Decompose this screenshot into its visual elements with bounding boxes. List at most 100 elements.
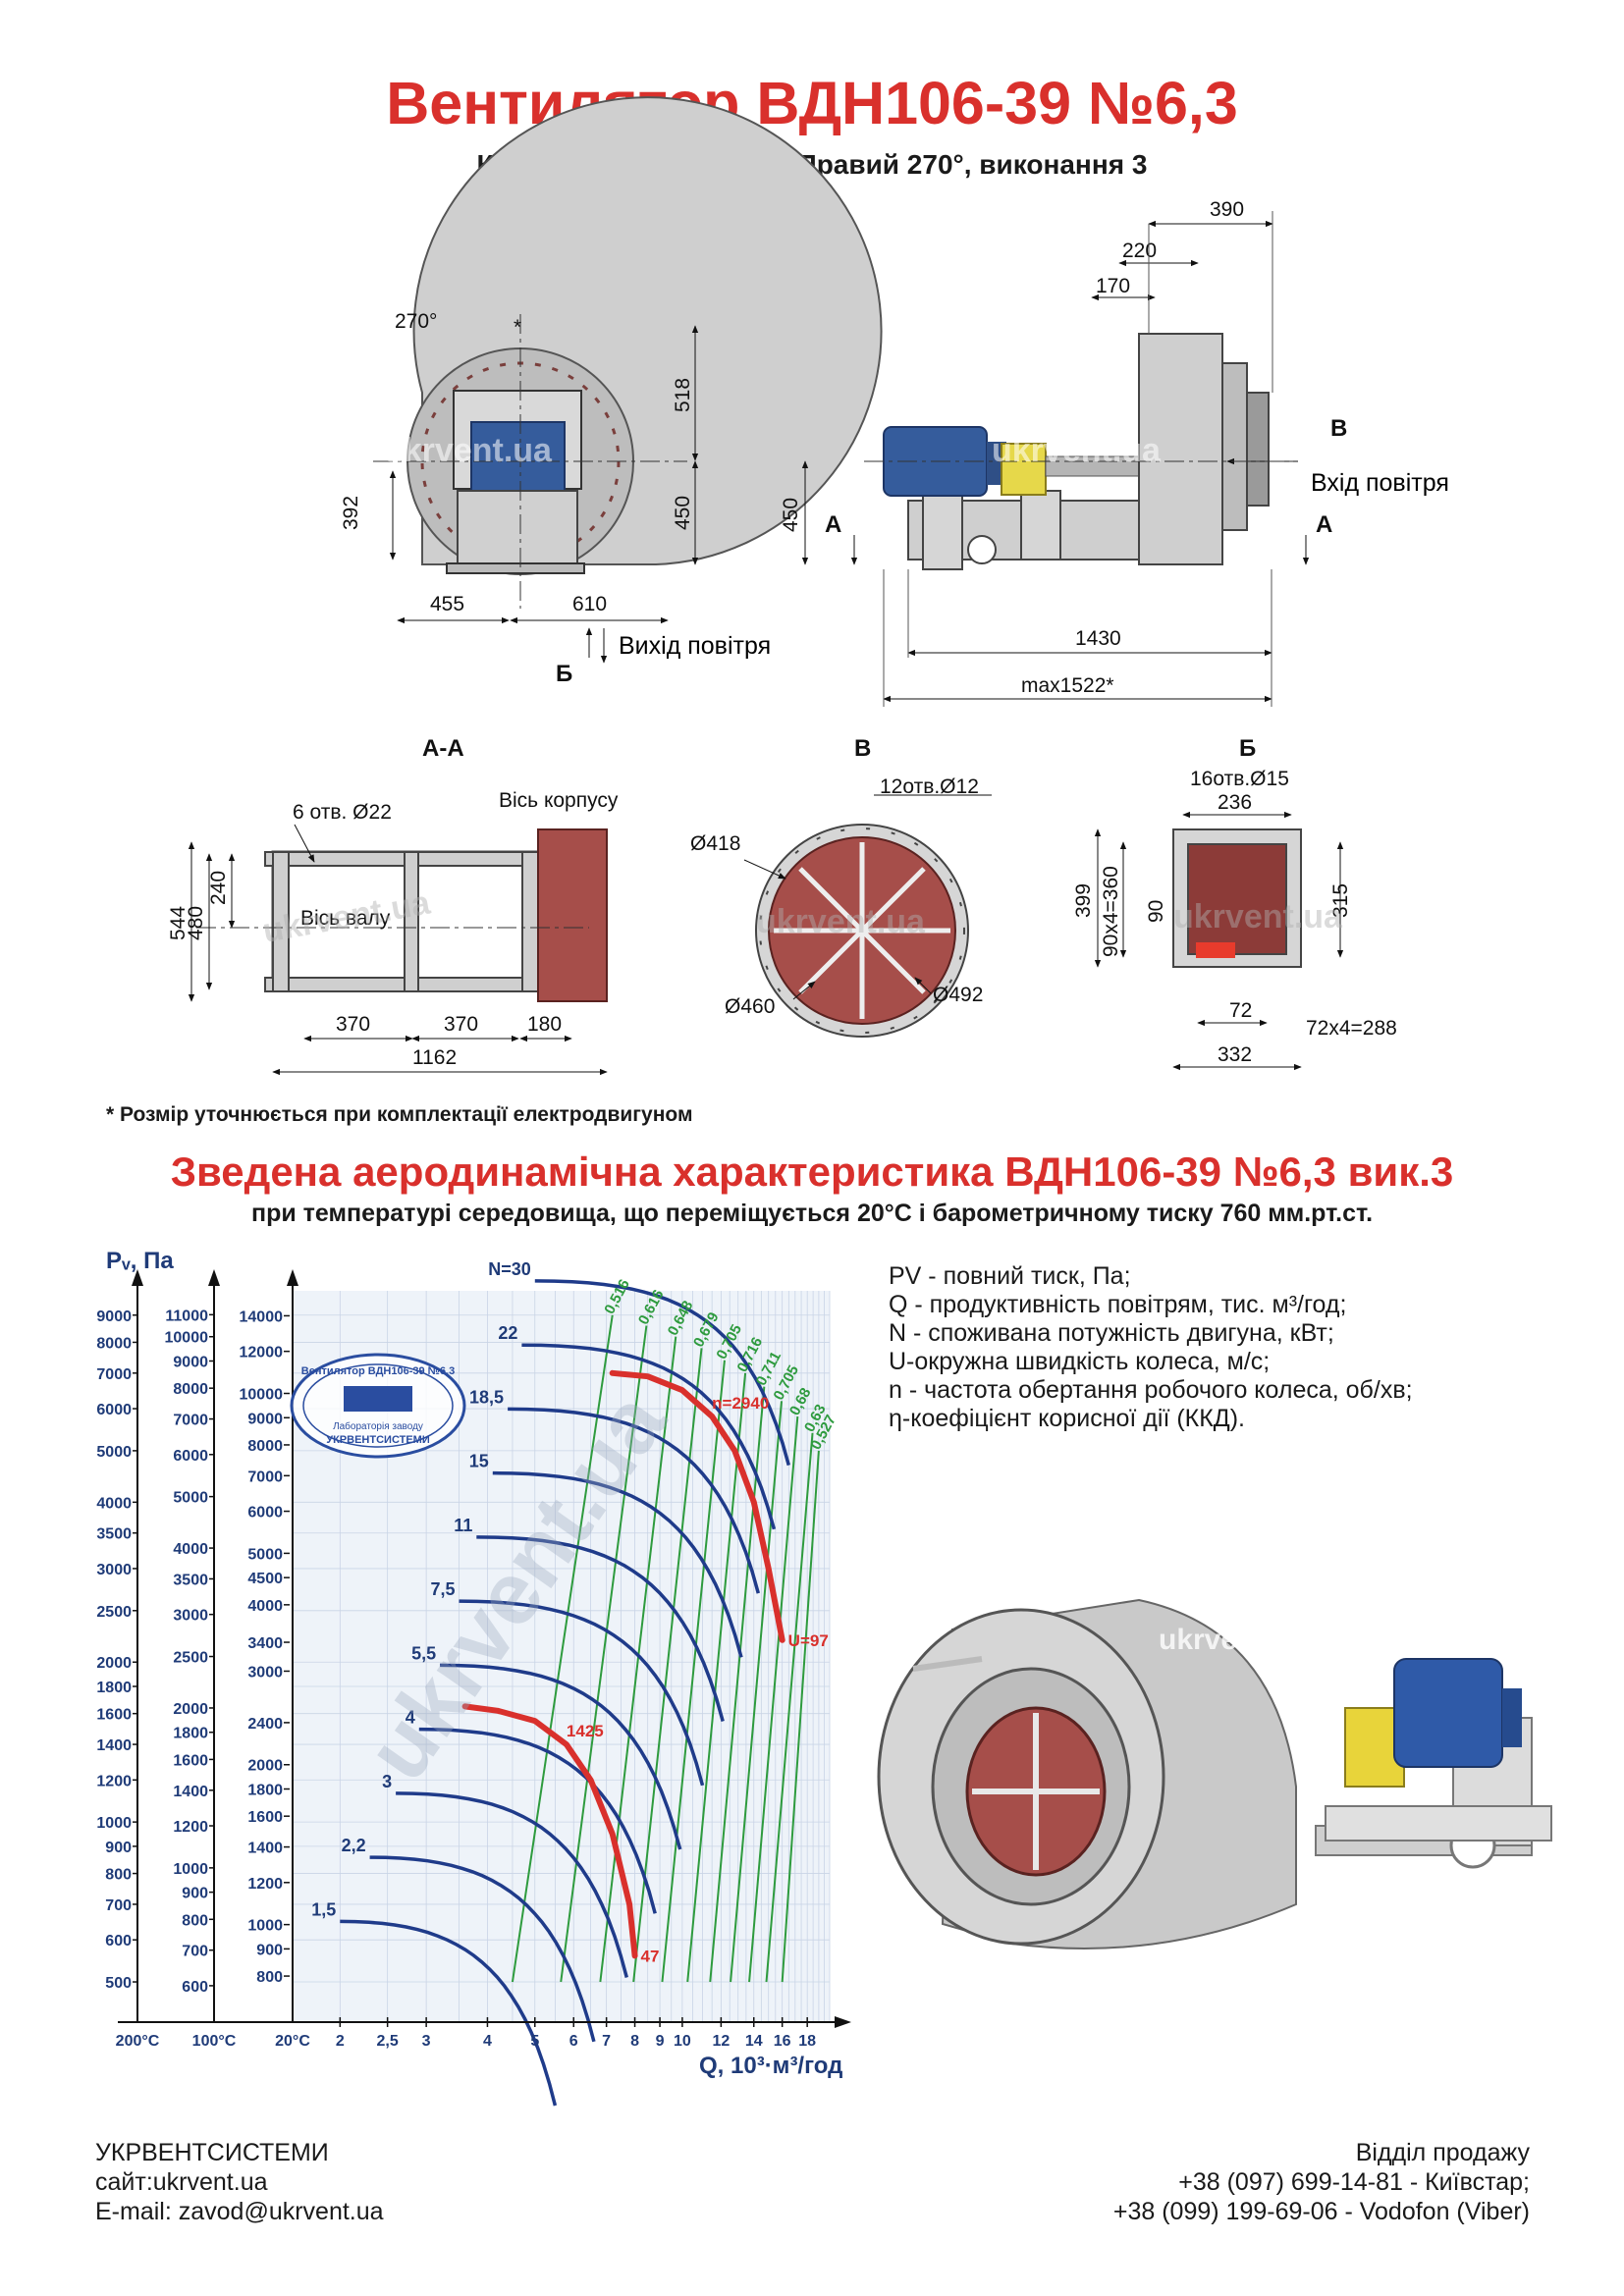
view-b-dim-315: 315: [1329, 883, 1352, 918]
view-b-dim-360: 90x4=360: [1100, 866, 1122, 957]
y-tick-label: 3000: [96, 1562, 132, 1578]
x-tick-label: 8: [630, 2033, 639, 2050]
y-tick-label: 600: [105, 1933, 132, 1949]
view-b-holes: 16отв.Ø15: [1190, 768, 1289, 790]
phone-vodafone[interactable]: +38 (099) 199-69-06 - Vodofon (Viber): [1112, 2198, 1530, 2225]
y-tick-label: 7000: [96, 1366, 132, 1383]
x-axis-arrow: [835, 2016, 851, 2028]
lab-stamp: Вентилятор ВДН106-39 №6,3 Лабораторія за…: [290, 1353, 466, 1459]
view-b-dim-288: 72x4=288: [1306, 1017, 1397, 1040]
side-dim-450: 450: [780, 498, 802, 532]
chart-curves: [340, 1279, 820, 2107]
y-tick-label: 500: [105, 1975, 132, 1992]
legend-item: η-коефіцієнт корисної дії (ККД).: [889, 1405, 1245, 1432]
company-email[interactable]: E-mail: zavod@ukrvent.ua: [95, 2198, 384, 2225]
y-tick-label: 1400: [247, 1841, 283, 1857]
section-aa: А-А 6 отв. Ø22 Вісь корпусу Вісь валу 54…: [167, 735, 619, 1076]
view-b-dim-72: 72: [1229, 999, 1252, 1022]
speed-end-label: 47: [641, 1947, 660, 1965]
temperature-label: 20°С: [275, 2033, 310, 2050]
front-dim-518: 518: [672, 378, 694, 412]
y-tick-label: 10000: [240, 1387, 284, 1404]
y-tick-label: 3500: [173, 1572, 208, 1588]
fan-curve: [459, 1599, 705, 1787]
power-label: N=30: [488, 1259, 531, 1279]
front-dim-392: 392: [340, 496, 362, 530]
y-tick-label: 1000: [96, 1815, 132, 1832]
y-tick-label: 7000: [173, 1413, 208, 1429]
front-angle-label: 270°: [395, 310, 437, 333]
y-tick-label: 2000: [247, 1758, 283, 1775]
shaft-axis-label: Вісь валу: [300, 907, 391, 930]
aa-holes-label: 6 отв. Ø22: [293, 801, 392, 824]
power-label: 22: [498, 1323, 517, 1343]
temperature-label: 100°С: [192, 2033, 237, 2050]
y-tick-label: 1000: [247, 1918, 283, 1935]
speed-curve: [609, 1369, 785, 1643]
speed-curve: [461, 1703, 638, 1959]
y-tick-label: 11000: [165, 1308, 208, 1324]
inlet-marker-v: В: [1330, 415, 1347, 442]
view-v-title: В: [854, 735, 871, 762]
y-tick-label: 1800: [96, 1680, 132, 1696]
phone-kyivstar[interactable]: +38 (097) 699-14-81 - Київстар;: [1178, 2168, 1530, 2196]
watermark: ukrvent.ua: [992, 432, 1162, 469]
y-tick-label: 2500: [96, 1604, 132, 1621]
y-tick-label: 1400: [96, 1737, 132, 1754]
side-dim-max1522: max1522*: [1021, 674, 1114, 697]
efficiency-ray: [661, 1360, 726, 1983]
stamp-line3: УКРВЕНТСИСТЕМИ: [326, 1434, 430, 1446]
efficiency-ray: [560, 1325, 648, 1983]
x-tick-label: 2: [336, 2033, 345, 2050]
section-marker-a-right: А: [1316, 511, 1332, 538]
y-tick-label: 9000: [173, 1354, 208, 1370]
chart-axes: Pᵥ, ПаQ, 10³·м³/год900080007000600050004…: [96, 1248, 851, 2079]
y-tick-label: 2400: [247, 1716, 283, 1733]
legend-item: U-окружна швидкість колеса, м/с;: [889, 1348, 1271, 1375]
y-tick-label: 1600: [173, 1752, 208, 1769]
y-tick-label: 4000: [247, 1598, 283, 1615]
footer-left: УКРВЕНТСИСТЕМИ сайт:ukrvent.ua E-mail: z…: [95, 2138, 384, 2226]
watermark: ukrvent.ua: [1173, 898, 1343, 935]
y-axis-arrow: [208, 1269, 220, 1286]
power-label: 15: [469, 1452, 489, 1471]
y-tick-label: 8000: [173, 1381, 208, 1398]
y-tick-label: 10000: [165, 1330, 209, 1347]
y-tick-label: 1400: [173, 1784, 208, 1800]
outlet-label: Вихід повітря: [619, 632, 771, 660]
speed-label: n=2940: [712, 1394, 769, 1413]
y-tick-label: 3500: [96, 1526, 132, 1543]
view-b-dim-399: 399: [1072, 883, 1095, 918]
company-site[interactable]: сайт:ukrvent.ua: [95, 2168, 268, 2196]
y-tick-label: 6000: [247, 1505, 283, 1522]
y-tick-label: 6000: [96, 1402, 132, 1418]
fan-curve: [440, 1663, 682, 1850]
fan-curve: [492, 1470, 743, 1658]
y-tick-label: 3400: [247, 1635, 283, 1652]
y-tick-label: 1200: [96, 1773, 132, 1789]
x-tick-label: 7: [602, 2033, 611, 2050]
footnote: * Розмір уточнюється при комплектації ел…: [106, 1103, 693, 1126]
y-tick-label: 4500: [247, 1571, 283, 1587]
fan-curve: [476, 1535, 725, 1722]
watermark: ukrvent.ua: [1159, 1624, 1308, 1656]
y-tick-label: 1600: [247, 1809, 283, 1826]
aero-subtitle: при температурі середовища, що переміщує…: [250, 1200, 1374, 1227]
power-label: 2,2: [342, 1836, 366, 1855]
efficiency-ray: [730, 1401, 783, 1983]
fan-curve: [534, 1279, 790, 1467]
y-axis-arrow: [132, 1269, 143, 1286]
view-v-holes: 12отв.Ø12: [880, 775, 979, 798]
side-dim-170: 170: [1096, 275, 1130, 297]
efficiency-ray: [748, 1415, 799, 1983]
power-label: 7,5: [430, 1579, 455, 1599]
x-tick-label: 18: [798, 2033, 816, 2050]
watermark: ukrvent.ua: [383, 432, 553, 469]
y-tick-label: 7000: [247, 1468, 283, 1485]
view-b-dim-90: 90: [1145, 900, 1167, 923]
view-b-title: Б: [1239, 735, 1256, 762]
footer-right: Відділ продажу +38 (097) 699-14-81 - Киї…: [1113, 2138, 1530, 2226]
efficiency-ray: [599, 1336, 677, 1983]
section-aa-title: А-А: [422, 735, 464, 762]
legend-item: PV - повний тиск, Па;: [889, 1262, 1131, 1290]
